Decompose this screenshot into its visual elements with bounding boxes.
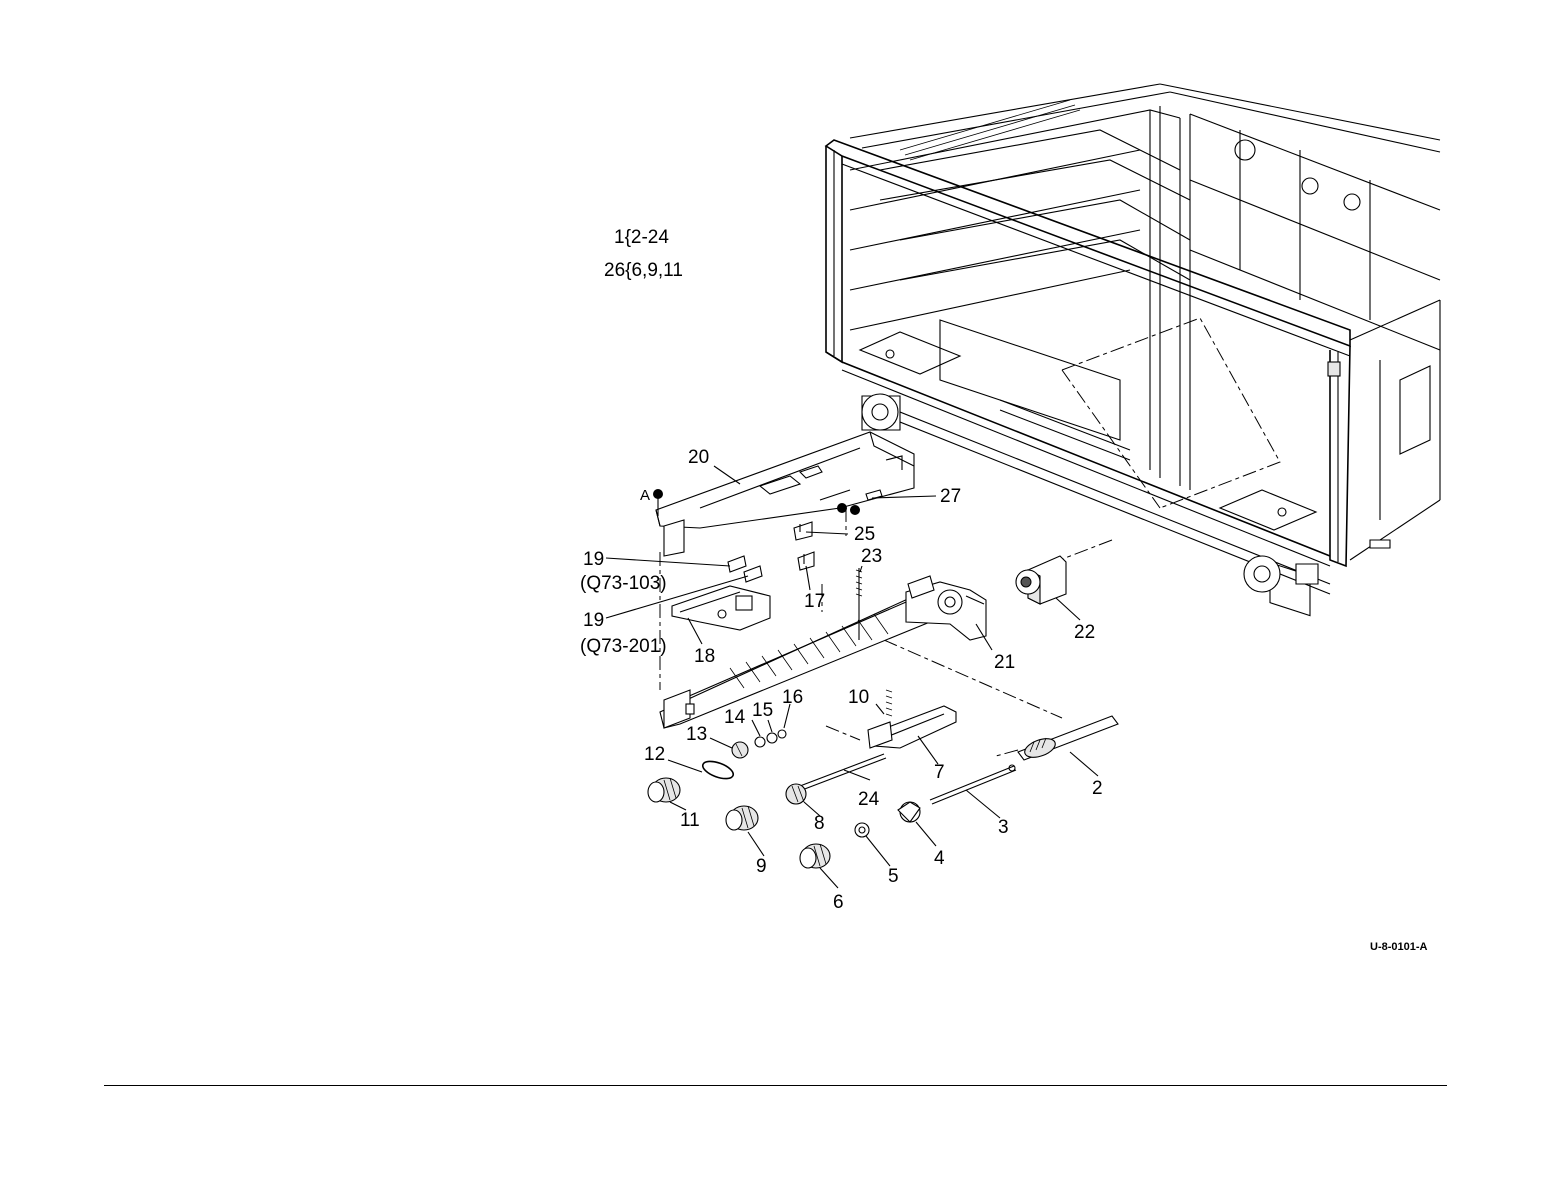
part-11-roller xyxy=(648,778,680,802)
note-line-1: 1{2-24 xyxy=(614,227,669,248)
part-7-holder xyxy=(868,706,956,748)
callout-22: 22 xyxy=(1074,622,1095,643)
callout-3: 3 xyxy=(998,817,1009,838)
callout-21: 21 xyxy=(994,652,1015,673)
part-21-assembly xyxy=(906,576,986,640)
part-10-spring xyxy=(886,690,892,716)
part-8-gear xyxy=(786,784,806,804)
callout-5: 5 xyxy=(888,866,899,887)
part-14-washer xyxy=(755,737,765,747)
callout-25: 25 xyxy=(854,524,875,545)
callout-8: 8 xyxy=(814,813,825,834)
part-6-roller xyxy=(800,844,830,868)
callout-19b-ref: (Q73-201) xyxy=(580,636,667,657)
caster-left-icon xyxy=(862,394,900,430)
part-12-belt xyxy=(701,758,736,782)
note-line-2: 26{6,9,11 xyxy=(604,260,683,281)
callout-2: 2 xyxy=(1092,778,1103,799)
part-15-washer xyxy=(767,733,777,743)
callout-14: 14 xyxy=(724,707,746,728)
part-2-shaft-assembly xyxy=(1018,716,1118,761)
callout-9: 9 xyxy=(756,856,767,877)
callout-15: 15 xyxy=(752,700,773,721)
footer-rule xyxy=(104,1085,1447,1086)
callout-19a: 19 xyxy=(583,549,604,570)
callout-6: 6 xyxy=(833,892,844,913)
part-18-bracket xyxy=(672,586,770,630)
part-24-shaft xyxy=(800,754,886,790)
callout-23: 23 xyxy=(861,546,882,567)
callout-19a-ref: (Q73-103) xyxy=(580,573,667,594)
callout-20: 20 xyxy=(688,447,709,468)
callout-10: 10 xyxy=(848,687,869,708)
callout-4: 4 xyxy=(934,848,945,869)
notes-block: 1{2-24 26{6,9,11 xyxy=(604,227,683,281)
part-5-gear xyxy=(855,823,869,837)
callout-11: 11 xyxy=(680,810,700,831)
callout-12: 12 xyxy=(644,744,665,765)
part-22-motor xyxy=(1016,556,1066,604)
part-19-sensors xyxy=(728,556,762,582)
callout-19b: 19 xyxy=(583,610,604,631)
part-4-roller xyxy=(898,802,920,822)
part-25-clip xyxy=(794,522,812,540)
part-13-gear xyxy=(732,742,748,758)
cabinet-frame xyxy=(826,84,1440,616)
marker-a-label: A xyxy=(640,487,650,504)
callout-17: 17 xyxy=(804,591,825,612)
callout-13: 13 xyxy=(686,724,707,745)
callout-16: 16 xyxy=(782,687,803,708)
callout-24: 24 xyxy=(858,789,880,810)
callout-7: 7 xyxy=(934,762,945,783)
part-9-roller xyxy=(726,806,758,830)
callout-18: 18 xyxy=(694,646,715,667)
part-16-washer xyxy=(778,730,786,738)
figure-id: U-8-0101-A xyxy=(1370,941,1428,953)
callout-27: 27 xyxy=(940,486,961,507)
